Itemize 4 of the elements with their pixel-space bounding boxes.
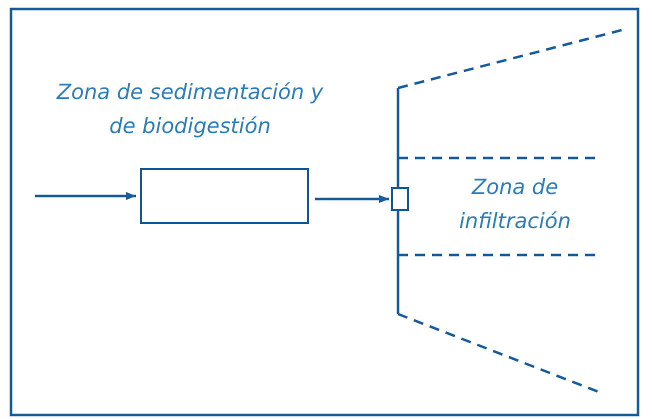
- arrow: [315, 195, 389, 203]
- zone-label: Zona de infiltración: [458, 174, 572, 235]
- zone-heading: Zona de sedimentación y de biodigestión: [55, 79, 324, 140]
- arrow: [35, 192, 136, 200]
